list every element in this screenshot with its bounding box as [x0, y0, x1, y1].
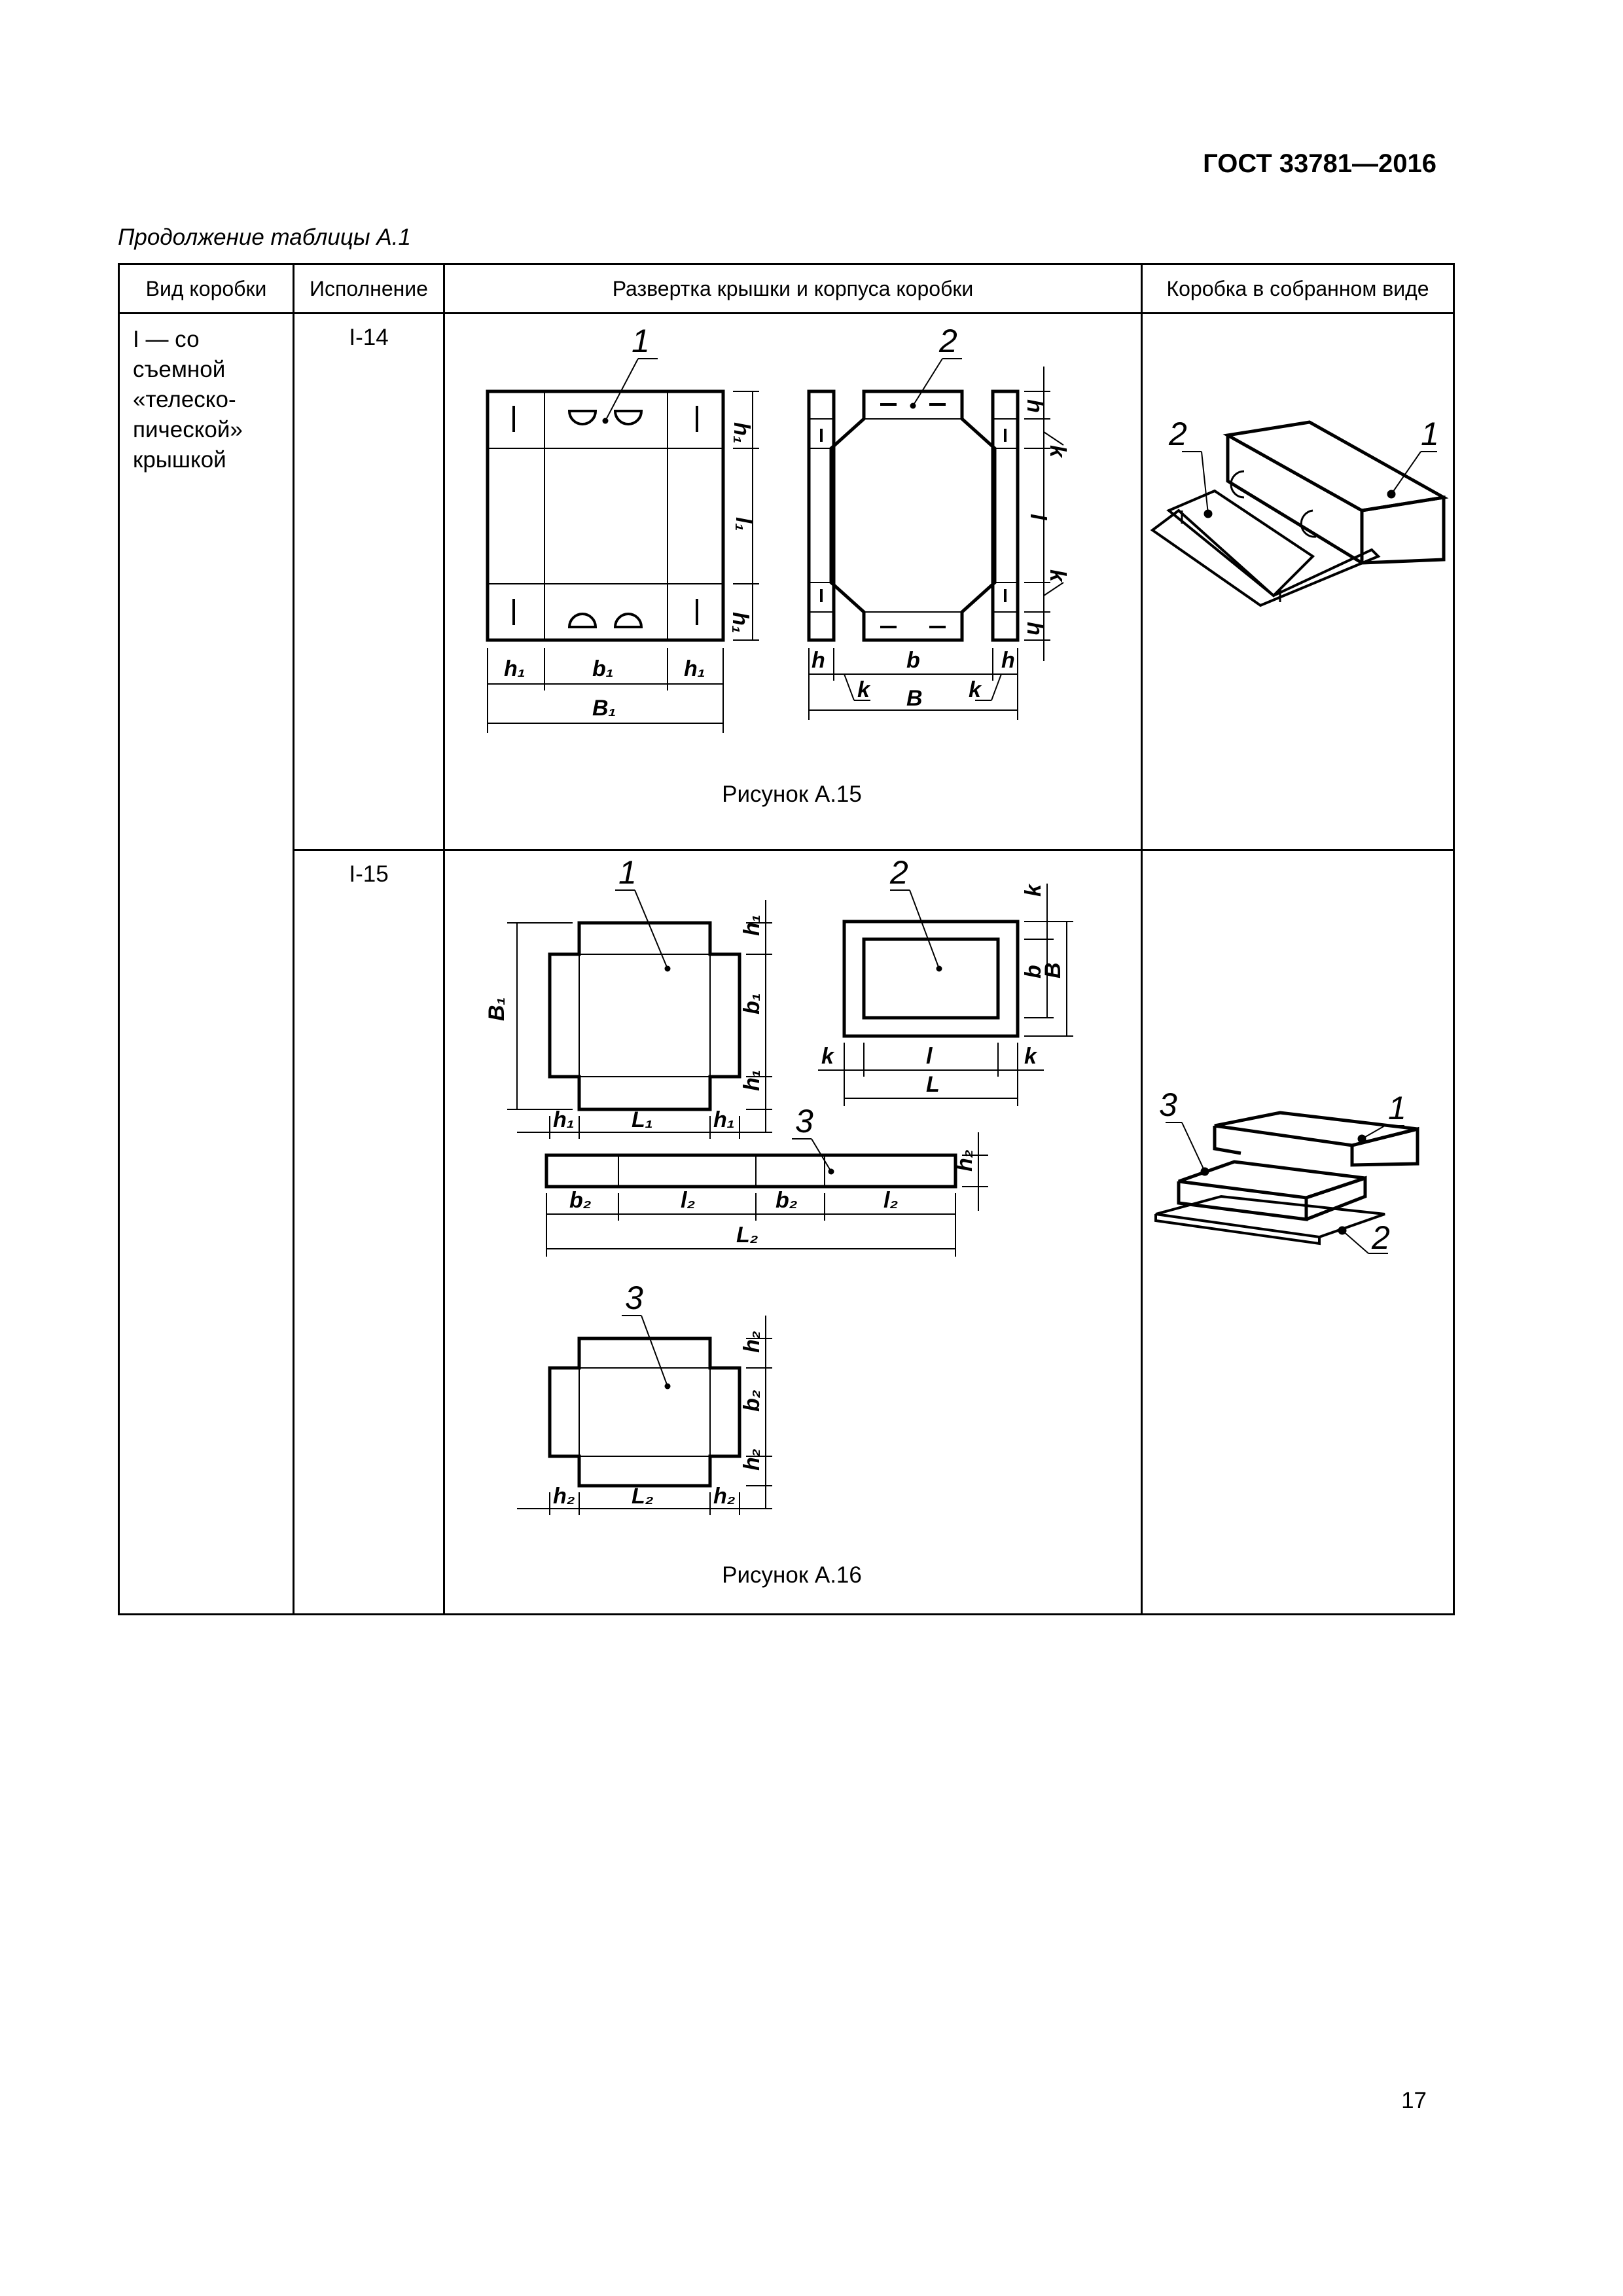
- svg-text:1: 1: [618, 854, 637, 891]
- col-header-unfold: Развертка крышки и корпуса коробки: [443, 263, 1143, 314]
- svg-text:b₁: b₁: [592, 656, 614, 681]
- svg-text:B: B: [1041, 962, 1065, 978]
- svg-text:1: 1: [1421, 416, 1439, 452]
- part-number-2: 2: [938, 323, 957, 359]
- svg-text:L₂: L₂: [632, 1484, 654, 1509]
- svg-text:L: L: [926, 1072, 940, 1097]
- svg-text:B₁: B₁: [484, 997, 509, 1021]
- figure-caption: Рисунок А.15: [722, 781, 862, 807]
- svg-text:b₂: b₂: [569, 1188, 592, 1213]
- svg-text:1: 1: [1388, 1090, 1406, 1126]
- unfold-drawing-cell: 1 B₁ h₁ b₁ h₁ h₁ L₁ h₁: [443, 849, 1143, 1615]
- svg-text:h: h: [812, 648, 825, 673]
- svg-text:B: B: [906, 686, 923, 711]
- svg-text:k: k: [969, 677, 982, 702]
- svg-text:k: k: [1045, 445, 1070, 459]
- table-header-row: Вид коробки Исполнение Развертка крышки …: [118, 263, 1455, 314]
- svg-text:h₁: h₁: [740, 914, 764, 936]
- table-continuation-label: Продолжение таблицы А.1: [118, 224, 411, 250]
- figure-a15-unfold-drawing: 1 h₁ l₁ h₁ h₁ b₁ h₁ B₁: [486, 323, 1070, 807]
- svg-text:2: 2: [1371, 1219, 1390, 1256]
- box-kind-cell: I — со съемной «телеско- пической» крышк…: [118, 312, 294, 1615]
- svg-text:h₁: h₁: [504, 656, 526, 681]
- svg-text:k: k: [1021, 883, 1046, 897]
- svg-text:3: 3: [625, 1280, 643, 1316]
- svg-text:l: l: [926, 1044, 933, 1069]
- svg-text:b₁: b₁: [740, 993, 764, 1014]
- svg-text:l₁: l₁: [731, 517, 756, 531]
- svg-text:l: l: [1026, 514, 1050, 521]
- assembled-drawing-cell: 3 1 2: [1141, 849, 1455, 1615]
- svg-text:B₁: B₁: [592, 696, 616, 721]
- col-header-assembled: Коробка в собранном виде: [1141, 263, 1455, 314]
- svg-text:h₂: h₂: [952, 1149, 977, 1172]
- svg-text:h₁: h₁: [684, 656, 705, 681]
- table-row: I-15 1: [119, 849, 1455, 1615]
- main-table: Вид коробки Исполнение Развертка крышки …: [118, 263, 1455, 1615]
- figure-a15-assembled-drawing: 2 1: [1150, 416, 1449, 607]
- document-code: ГОСТ 33781—2016: [1203, 149, 1436, 178]
- svg-text:h₂: h₂: [713, 1484, 736, 1509]
- svg-text:2: 2: [889, 854, 908, 891]
- svg-text:k: k: [1045, 569, 1070, 583]
- svg-text:b₂: b₂: [776, 1188, 798, 1213]
- figure-caption: Рисунок А.16: [722, 1562, 862, 1588]
- svg-text:h₁: h₁: [553, 1107, 575, 1132]
- svg-text:h: h: [1022, 622, 1047, 636]
- col-header-version: Исполнение: [293, 263, 445, 314]
- version-cell: I-15: [293, 849, 445, 1615]
- svg-text:2: 2: [1168, 416, 1187, 452]
- figure-a16-assembled-drawing: 3 1 2: [1154, 1086, 1419, 1256]
- svg-text:k: k: [821, 1044, 835, 1069]
- part-number-1: 1: [632, 323, 650, 359]
- table-row: I — со съемной «телеско- пической» крышк…: [118, 312, 1455, 1615]
- svg-text:h₁: h₁: [740, 1069, 764, 1091]
- svg-text:L₂: L₂: [736, 1223, 758, 1247]
- svg-text:h₂: h₂: [740, 1331, 764, 1353]
- svg-text:L₁: L₁: [632, 1107, 653, 1132]
- svg-text:h₁: h₁: [713, 1107, 735, 1132]
- svg-text:k: k: [857, 677, 871, 702]
- svg-text:h₁: h₁: [728, 612, 753, 634]
- page-number: 17: [1401, 2088, 1427, 2113]
- svg-text:b₂: b₂: [740, 1390, 764, 1412]
- svg-text:l₂: l₂: [681, 1188, 695, 1213]
- svg-text:h₂: h₂: [740, 1448, 764, 1471]
- svg-text:3: 3: [1159, 1086, 1177, 1123]
- figure-a16-unfold-drawing: 1 B₁ h₁ b₁ h₁ h₁ L₁ h₁: [484, 854, 1073, 1588]
- version-cell: I-14: [293, 312, 445, 851]
- svg-text:l₂: l₂: [883, 1188, 898, 1213]
- svg-text:h: h: [1022, 399, 1047, 413]
- svg-text:3: 3: [795, 1103, 813, 1139]
- svg-text:h₁: h₁: [729, 422, 754, 444]
- unfold-drawing-cell: 1 h₁ l₁ h₁ h₁ b₁ h₁ B₁: [443, 312, 1143, 851]
- svg-text:h: h: [1001, 648, 1015, 673]
- svg-text:h₂: h₂: [553, 1484, 575, 1509]
- svg-text:b: b: [906, 648, 920, 673]
- svg-text:k: k: [1024, 1044, 1038, 1069]
- col-header-kind: Вид коробки: [118, 263, 294, 314]
- assembled-drawing-cell: 2 1: [1141, 312, 1455, 851]
- svg-text:b: b: [1021, 965, 1046, 978]
